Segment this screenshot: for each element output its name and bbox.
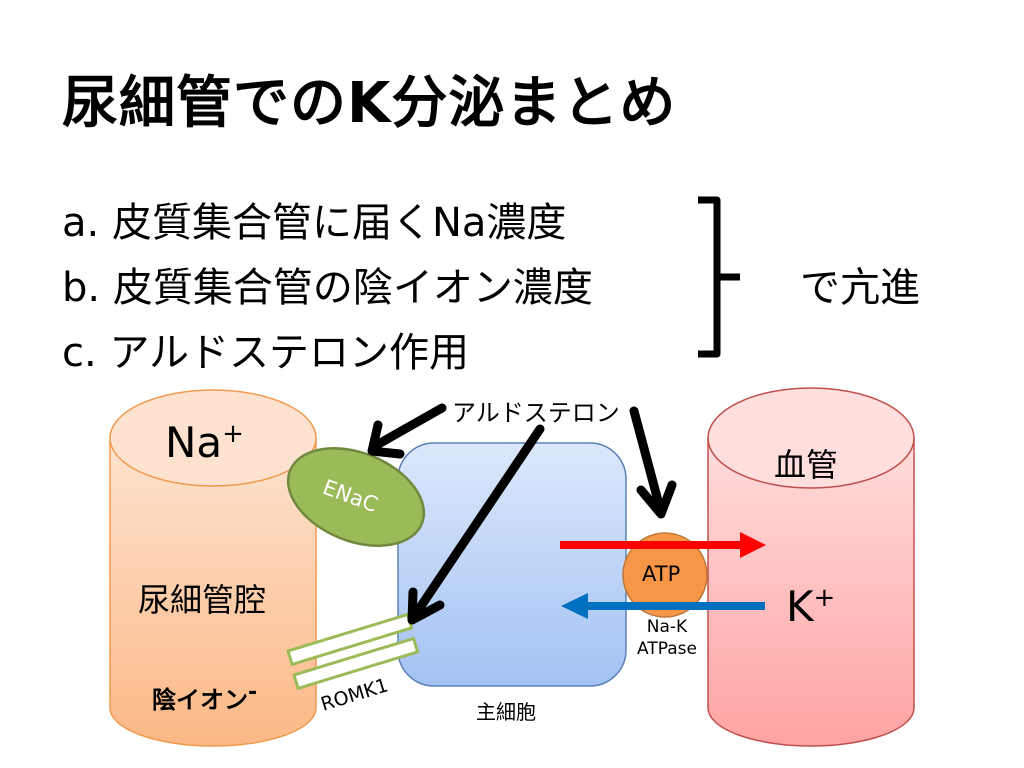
factor-text: アルドステロン作用: [109, 330, 470, 376]
lumen-label: 尿細管腔: [138, 581, 267, 619]
factor-text: 皮質集合管の陰イオン濃度: [112, 265, 593, 311]
pump-name-label: Na-K ATPase: [637, 616, 697, 660]
factor-marker: b.: [62, 265, 101, 311]
brace-icon: [698, 196, 740, 358]
ion-symbol: K: [786, 582, 814, 631]
principal-cell: [397, 442, 627, 687]
blood-vessel-label: 血管: [774, 446, 839, 484]
lumen-na-ion: Na+: [165, 418, 244, 467]
factor-text: 皮質集合管に届くNa濃度: [111, 200, 567, 246]
aldosterone-label: アルドステロン: [452, 399, 620, 427]
factor-marker: c.: [62, 330, 97, 376]
anion-charge: -: [248, 680, 258, 705]
anion-text: 陰イオン: [152, 686, 248, 714]
na-transport-arrow: [560, 532, 766, 558]
pump-atp-label: ATP: [642, 562, 681, 586]
na-k-atpase-pump: [622, 532, 708, 618]
aldosterone-arrow-pump: [629, 406, 677, 519]
ion-charge: +: [222, 419, 244, 449]
enac-channel: [286, 447, 426, 547]
aldosterone-arrow-romk: [407, 424, 545, 625]
vessel-k-ion: K+: [786, 582, 835, 631]
k-transport-arrow: [561, 593, 765, 619]
pump-name-line1: Na-K: [646, 617, 688, 637]
lumen-cylinder: [109, 389, 317, 747]
blood-vessel-cylinder: [707, 387, 915, 747]
slide-title: 尿細管でのK分泌まとめ: [62, 71, 677, 136]
factor-item-a: a. 皮質集合管に届くNa濃度: [62, 190, 566, 248]
factor-item-c: c. アルドステロン作用: [62, 320, 469, 378]
pump-name-line2: ATPase: [637, 639, 697, 659]
conclusion-text: で亢進: [800, 265, 920, 311]
factor-item-b: b. 皮質集合管の陰イオン濃度: [62, 255, 593, 313]
aldosterone-arrow-enac: [367, 403, 447, 459]
ion-charge: +: [813, 583, 836, 613]
factor-marker: a.: [62, 200, 100, 246]
romk1-channel: [286, 612, 420, 691]
anion-label: 陰イオン-: [152, 680, 257, 715]
principal-cell-label: 主細胞: [476, 700, 536, 724]
ion-symbol: Na: [165, 418, 223, 467]
